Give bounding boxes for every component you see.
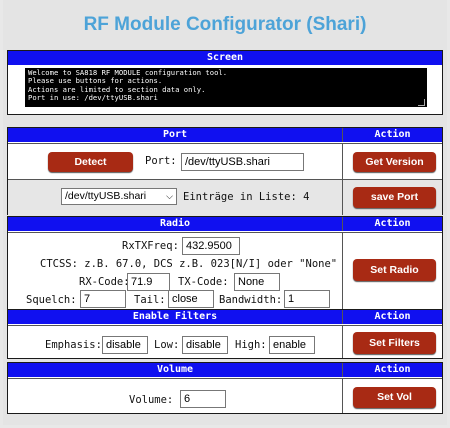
high-label: High:	[235, 339, 267, 351]
volume-input[interactable]: 6	[180, 390, 226, 408]
page-title: RF Module Configurator (Shari)	[83, 14, 367, 35]
filters-header: Enable Filters	[8, 310, 343, 324]
radio-section: Radio Action RxTXFreq: 432.9500 CTCSS: z…	[7, 216, 443, 310]
emphasis-input[interactable]: disable	[102, 336, 148, 354]
bandwidth-input[interactable]: 1	[284, 290, 330, 308]
volume-header: Volume	[8, 363, 343, 377]
low-label: Low:	[154, 339, 180, 351]
volume-section: Volume Action Volume: 6 Set Vol	[7, 362, 443, 414]
port-row-2: /dev/ttyUSB.shari ⌵ Einträge in Liste: 4…	[8, 179, 442, 215]
page: RF Module Configurator (Shari) Screen We…	[3, 0, 447, 425]
tx-code-label: TX-Code:	[178, 276, 229, 288]
high-input[interactable]: enable	[269, 336, 315, 354]
port-input[interactable]: /dev/ttyUSB.shari	[181, 153, 304, 171]
rx-code-input[interactable]: 71.9	[127, 273, 170, 291]
squelch-input[interactable]: 7	[80, 290, 126, 308]
radio-header: Radio	[8, 217, 343, 231]
detect-button[interactable]: Detect	[48, 152, 133, 172]
set-vol-button[interactable]: Set Vol	[353, 387, 436, 408]
port-header: Port	[8, 128, 343, 142]
rx-code-label: RX-Code:	[79, 276, 130, 288]
tx-code-input[interactable]: None	[234, 273, 280, 291]
get-version-button[interactable]: Get Version	[353, 152, 436, 172]
radio-action-header: Action	[343, 217, 442, 231]
port-label: Port:	[145, 155, 177, 167]
low-input[interactable]: disable	[182, 336, 228, 354]
chevron-down-icon: ⌵	[166, 191, 173, 201]
port-select-value: /dev/ttyUSB.shari	[65, 190, 147, 202]
tail-label: Tail:	[134, 294, 166, 306]
save-port-button[interactable]: save Port	[353, 187, 436, 208]
bandwidth-label: Bandwidth:	[219, 294, 283, 306]
port-row-1: Detect Port: /dev/ttyUSB.shari Get Versi…	[8, 143, 442, 179]
volume-label: Volume:	[129, 394, 174, 406]
console-line: Actions are limited to section data only…	[28, 84, 206, 94]
port-select[interactable]: /dev/ttyUSB.shari ⌵	[61, 188, 177, 205]
set-radio-button[interactable]: Set Radio	[353, 259, 436, 281]
console-line: Please use buttons for actions.	[28, 76, 163, 86]
squelch-label: Squelch:	[26, 294, 77, 306]
entries-count: Einträge in Liste: 4	[183, 191, 310, 203]
filters-section: Enable Filters Action Emphasis: disable …	[7, 309, 443, 359]
resize-handle[interactable]	[418, 99, 425, 106]
console-line: Port in use: /dev/ttyUSB.shari	[28, 93, 158, 103]
filters-action-header: Action	[343, 310, 442, 324]
screen-header: Screen	[8, 51, 442, 65]
volume-action-header: Action	[343, 363, 442, 377]
rxtx-freq-label: RxTXFreq:	[122, 240, 179, 252]
ctcss-hint: CTCSS: z.B. 67.0, DCS z.B. 023[N/I] oder…	[40, 258, 338, 270]
emphasis-label: Emphasis:	[45, 339, 102, 351]
set-filters-button[interactable]: Set Filters	[353, 332, 436, 354]
port-section: Port Action Detect Port: /dev/ttyUSB.sha…	[7, 127, 443, 215]
rxtx-freq-input[interactable]: 432.9500	[182, 237, 240, 255]
port-action-header: Action	[343, 128, 442, 142]
console-line: Welcome to SA818 RF MODULE configuration…	[28, 68, 228, 77]
tail-input[interactable]: close	[168, 290, 214, 308]
screen-console[interactable]: Welcome to SA818 RF MODULE configuration…	[25, 68, 427, 107]
